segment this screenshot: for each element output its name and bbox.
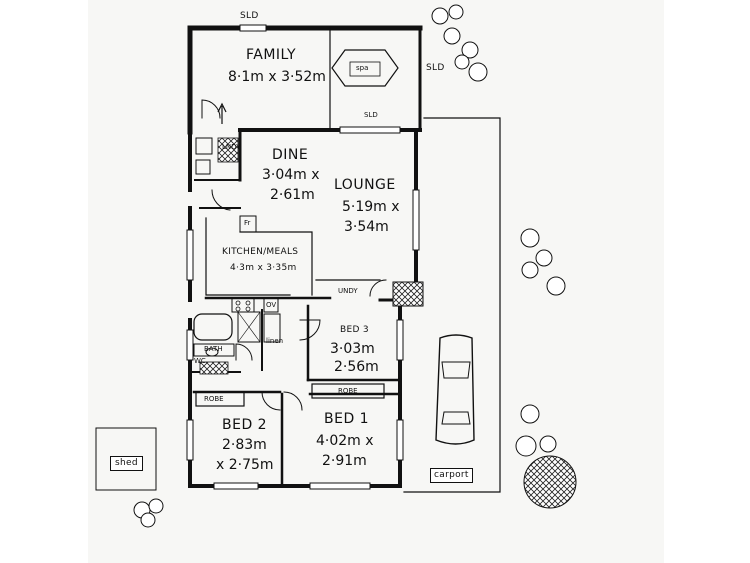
car-rear-window: [441, 411, 471, 425]
bed1-room-name: BED 1: [324, 411, 370, 427]
bed2-room-dims-2: x 2·75m: [216, 457, 274, 473]
bed2-room-name: BED 2: [222, 417, 268, 433]
shed-outline: [95, 427, 157, 491]
window-bed2-bottom: [213, 482, 259, 490]
brick-laundry: [217, 137, 239, 163]
door-lndy: [369, 279, 387, 297]
robe-bed2-label: ROBE: [204, 395, 224, 403]
door-bed2: [261, 391, 281, 411]
carport-outline: [403, 117, 501, 493]
door-bath: [235, 343, 253, 361]
lounge-room-dims-1: 5·19m x: [342, 199, 400, 215]
shrub-top-right: [431, 4, 488, 82]
brick-chimney: [392, 281, 424, 307]
shed-label: shed: [110, 456, 143, 471]
window-bed1-right: [396, 419, 404, 461]
shrub-right-mid: [520, 228, 566, 296]
bath-label: BATH: [204, 345, 223, 353]
window-family-top: [239, 24, 267, 32]
bed2-room-dims-1: 2·83m: [222, 437, 267, 453]
carport-label: carport: [430, 468, 473, 483]
spa-label: spa: [356, 64, 369, 72]
linen-label: linen: [266, 337, 284, 345]
kitchen-room-dims: 4·3m x 3·35m: [230, 263, 297, 273]
kitchen-counter-top: [205, 217, 291, 296]
lounge-room-dims-2: 3·54m: [344, 219, 389, 235]
lounge-room-name: LOUNGE: [334, 177, 396, 193]
shrub-bottom-left: [133, 498, 164, 528]
door-kitchen: [211, 189, 231, 211]
window-bed1-bottom: [309, 482, 371, 490]
door-family: [201, 99, 221, 119]
bed1-room-dims-2: 2·91m: [322, 453, 367, 469]
window-bed2-left: [186, 419, 194, 461]
door-bed1: [283, 391, 303, 411]
window-bed3-right: [396, 319, 404, 361]
robe-bed1-label: ROBE: [338, 387, 358, 395]
robe-bed2: [195, 391, 245, 407]
window-lounge-right: [412, 189, 420, 251]
shrub-right-low: [515, 404, 557, 457]
window-bath-left: [186, 329, 194, 361]
car-body: [435, 334, 475, 445]
dine-room-dims-1: 3·04m x: [262, 167, 320, 183]
shrub-large-round: [523, 455, 577, 509]
laundry-box: [195, 159, 211, 175]
bed3-room-name: BED 3: [340, 325, 369, 335]
family-room-name: FAMILY: [246, 47, 297, 63]
window-family-mid: [339, 126, 401, 134]
sld-label-mid: SLD: [364, 111, 378, 119]
dine-room-name: DINE: [272, 147, 309, 163]
lndy-label: LNDY: [222, 143, 241, 151]
door-bed3: [299, 319, 321, 341]
laundry-trough: [195, 137, 213, 155]
window-kitchen-left: [186, 229, 194, 281]
kitchen-room-name: KITCHEN/MEALS: [222, 247, 299, 257]
spa-inner: [349, 61, 381, 77]
fridge-label: Fr: [244, 219, 251, 227]
oven-label: OV: [266, 301, 277, 309]
sld-label-top: SLD: [240, 11, 259, 21]
bed1-room-dims-1: 4·02m x: [316, 433, 374, 449]
brick-wc: [199, 361, 229, 375]
family-room-dims: 8·1m x 3·52m: [228, 69, 326, 85]
entry-arrow: [217, 102, 227, 124]
robe-bed1: [311, 383, 385, 399]
undy-label: UNDY: [338, 287, 358, 295]
bathtub: [193, 313, 233, 341]
linen-cupboard: [263, 313, 281, 343]
sld-label-right: SLD: [426, 63, 445, 73]
oven-box: [263, 297, 279, 313]
spa-outline: [331, 49, 399, 87]
kitchen-island: [239, 231, 313, 296]
stove: [231, 297, 255, 313]
bed3-room-dims-2: 2·56m: [334, 359, 379, 375]
car-windscreen: [441, 361, 471, 379]
wc-label: WC: [194, 357, 206, 365]
toilet: [205, 347, 219, 357]
fridge-space: [239, 215, 257, 233]
dine-room-dims-2: 2·61m: [270, 187, 315, 203]
bed3-room-dims-1: 3·03m: [330, 341, 375, 357]
